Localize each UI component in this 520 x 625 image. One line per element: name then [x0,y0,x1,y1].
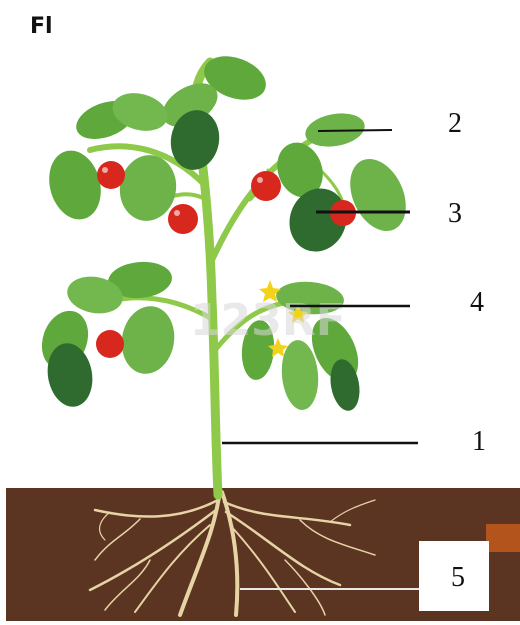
label-2: 2 [448,108,462,140]
label-3: 3 [448,198,462,230]
tomato [251,171,281,201]
label-4: 4 [470,287,484,319]
leader-line-2 [318,130,392,131]
tomato-highlight [174,210,180,216]
tomato [97,161,125,189]
tomato-highlight [102,167,108,173]
label-5: 5 [451,562,465,594]
page-title: Fl [30,14,53,39]
tomato [96,330,124,358]
orange-block [486,524,520,552]
label-1: 1 [472,426,486,458]
leaf [116,302,179,378]
tomato [168,204,198,234]
leaf [339,150,416,240]
tomato-highlight [257,177,263,183]
leaf [42,145,108,226]
watermark-text: 123RF [190,295,346,346]
